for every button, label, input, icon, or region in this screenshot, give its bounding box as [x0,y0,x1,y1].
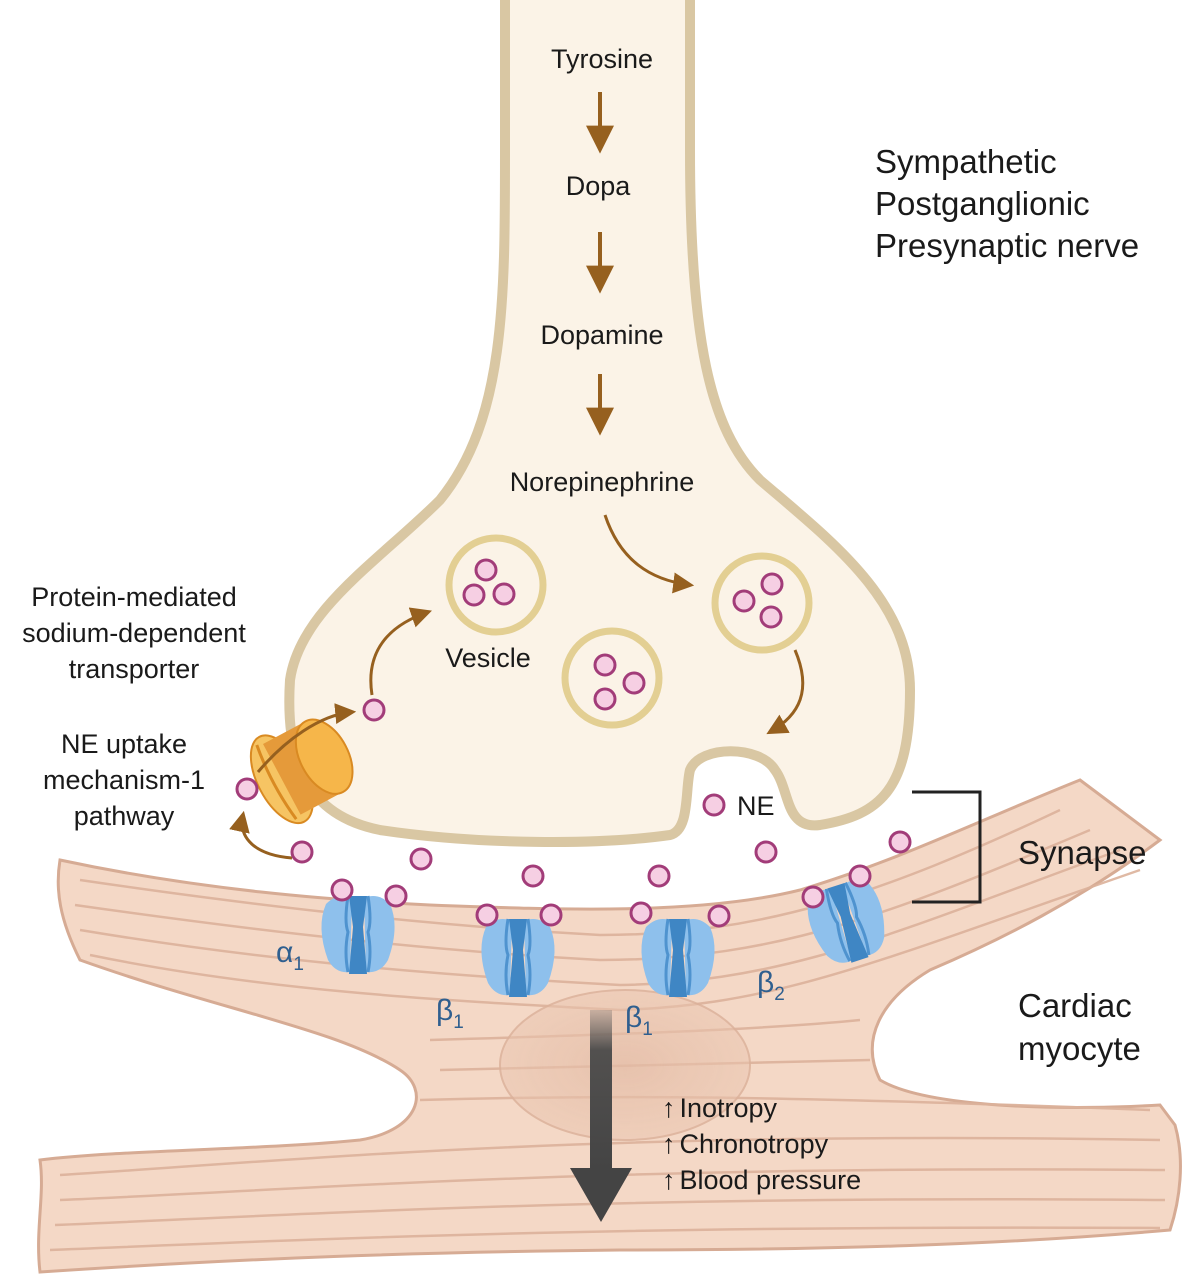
receptor-label-beta1-left: β1 [436,994,464,1033]
pathway-dopamine: Dopamine [540,320,663,350]
arrow-transporter-in [256,703,357,773]
vesicle-2 [711,552,813,654]
signaling-arrow [570,1010,632,1222]
arrow-uptake-to-vesicle [369,607,432,696]
synapse-bracket [912,790,982,904]
svg-text:Protein-mediated: Protein-mediated [31,582,237,612]
synapse-label: Synapse [1018,834,1146,871]
svg-text:sodium-dependent: sodium-dependent [22,618,246,648]
nerve-label: Sympathetic Postganglionic Presynaptic n… [875,143,1139,264]
myocyte-label: Cardiac myocyte [1018,987,1141,1067]
svg-text:Presynaptic nerve: Presynaptic nerve [875,227,1139,264]
svg-text:Cardiac: Cardiac [1018,987,1132,1024]
uptake-label: NE uptake mechanism-1 pathway [43,729,205,831]
nucleus [499,989,751,1141]
svg-text:Sympathetic: Sympathetic [875,143,1057,180]
pathway-dopa: Dopa [566,171,632,201]
svg-text:mechanism-1: mechanism-1 [43,765,205,795]
receptor-label-beta1-right: β1 [625,1001,653,1040]
arrow-synapse-to-transporter [229,810,293,860]
effect-inotropy: ↑Inotropy [662,1093,778,1123]
transporter-label: Protein-mediated sodium-dependent transp… [22,582,246,684]
receptor-label-alpha1: α1 [276,936,304,975]
vesicle-label: Vesicle [445,643,531,673]
pathway-tyrosine: Tyrosine [551,44,653,74]
arrow-ne-to-vesicle [603,514,695,594]
receptor-label-beta2: β2 [757,966,785,1005]
pathway-norepinephrine: Norepinephrine [510,467,695,497]
ne-label: NE [737,791,775,821]
vesicle-3 [561,627,663,729]
arrow-vesicle-to-release [766,649,805,735]
svg-text:pathway: pathway [74,801,175,831]
vesicle-1 [445,534,547,636]
svg-text:NE uptake: NE uptake [61,729,187,759]
effect-blood-pressure: ↑Blood pressure [662,1165,861,1195]
svg-text:Postganglionic: Postganglionic [875,185,1090,222]
effect-chronotropy: ↑Chronotropy [662,1129,829,1159]
svg-text:myocyte: myocyte [1018,1030,1141,1067]
svg-text:transporter: transporter [69,654,200,684]
